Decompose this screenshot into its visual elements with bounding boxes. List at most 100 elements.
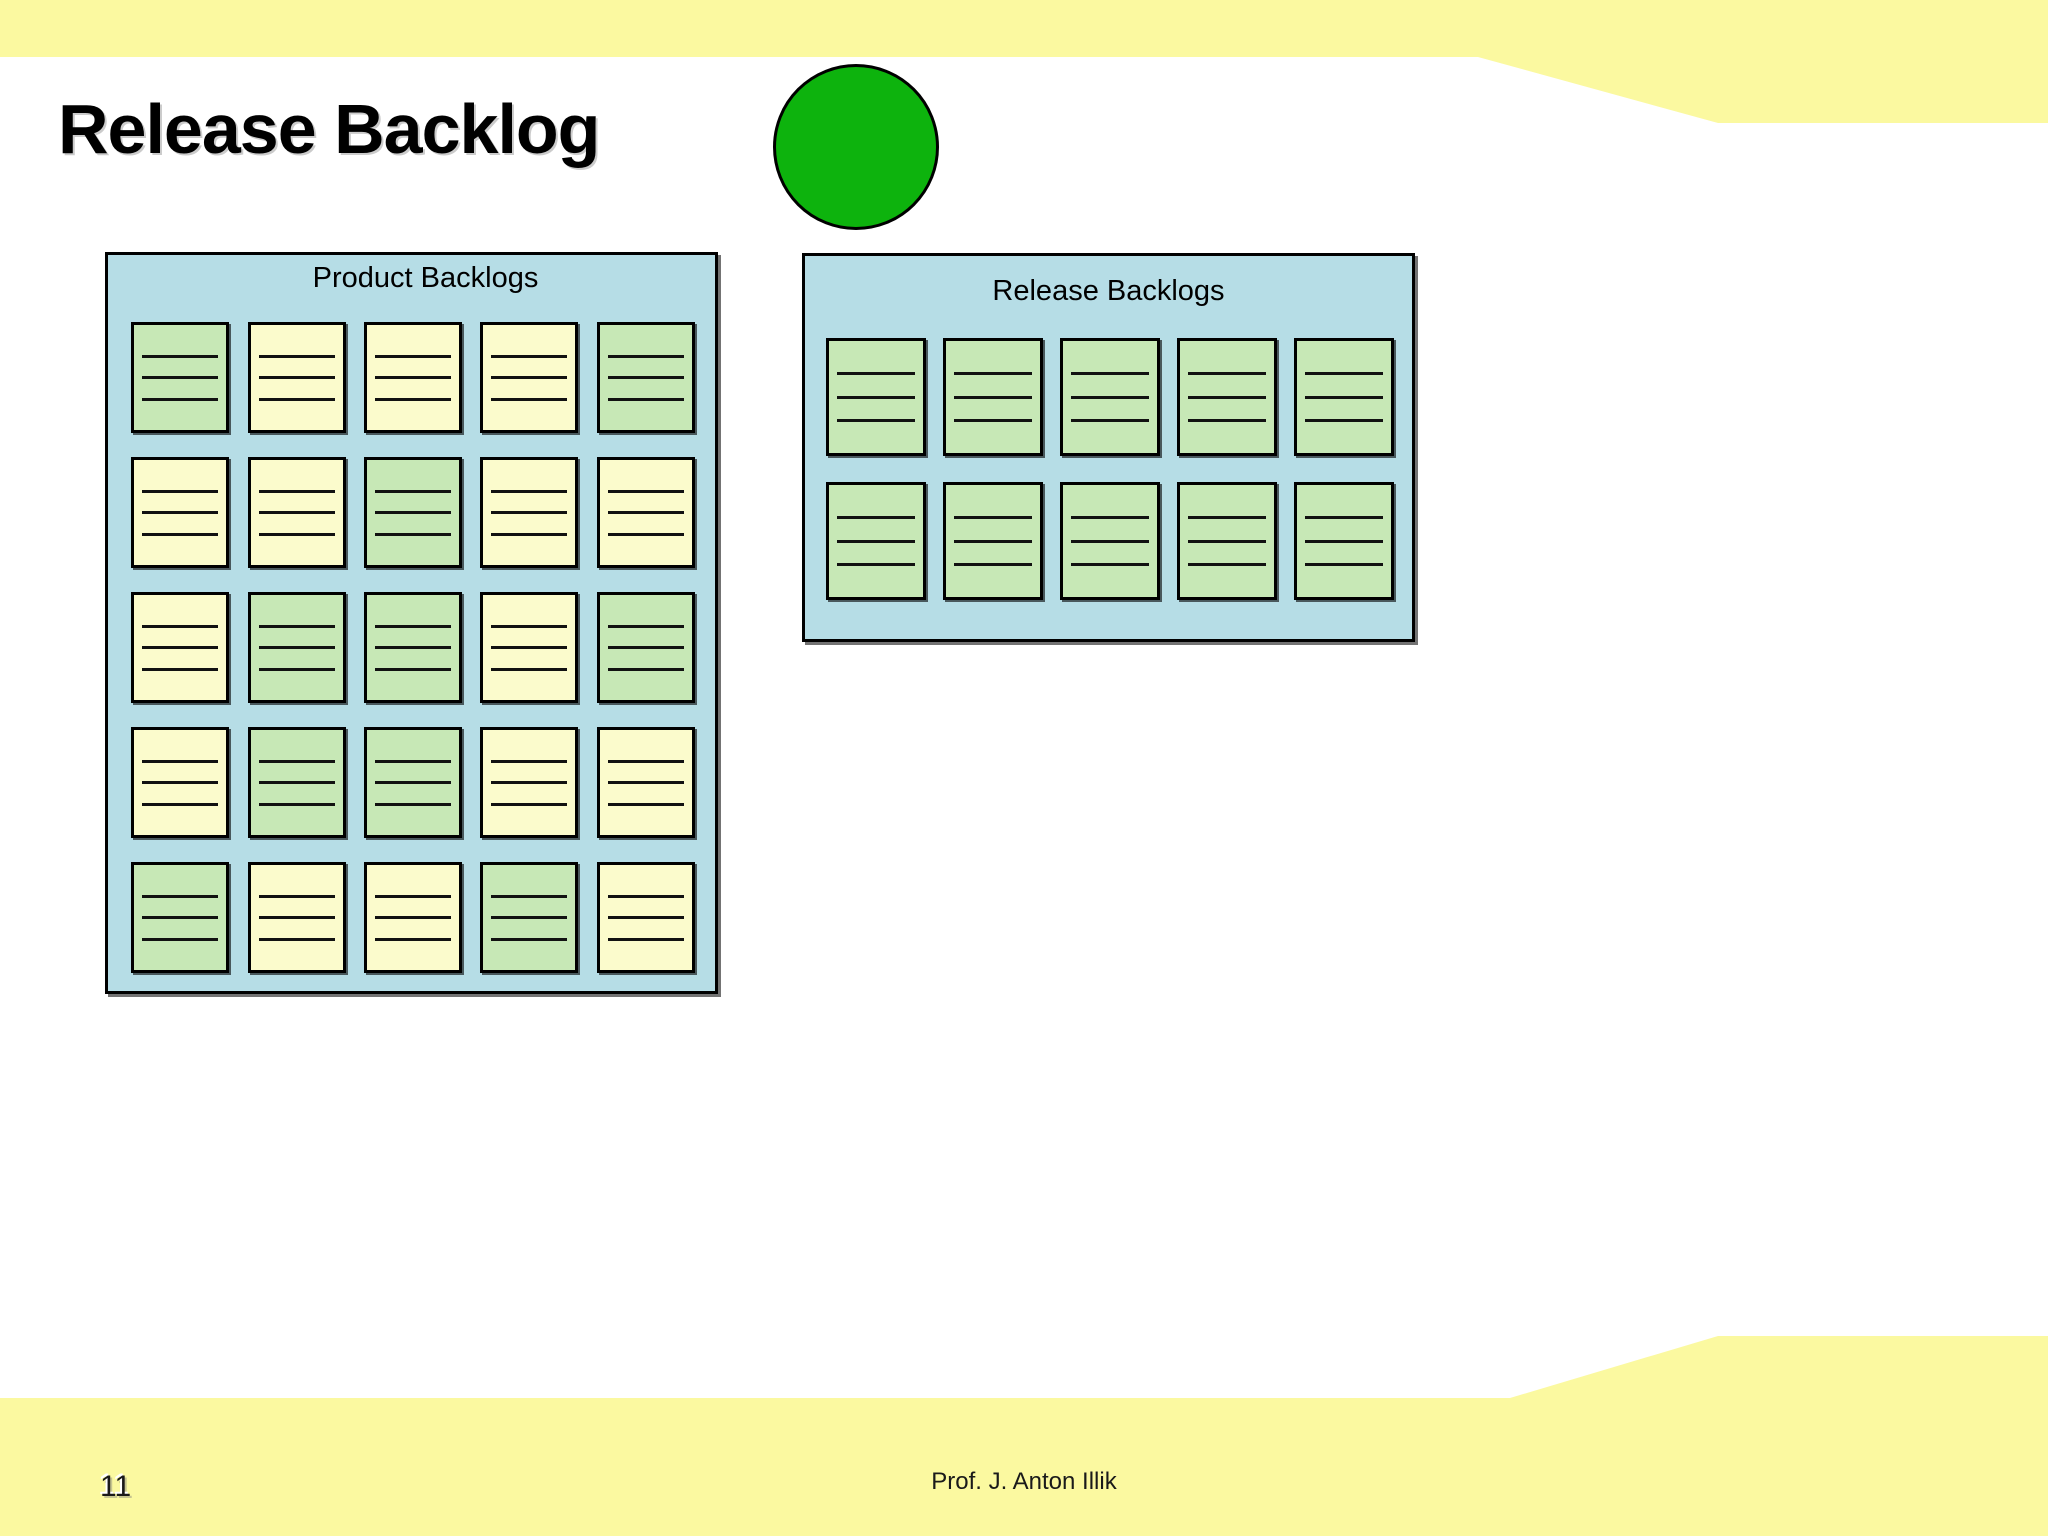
card-cell <box>588 322 704 457</box>
backlog-item-card[interactable] <box>596 862 695 973</box>
card-cell <box>238 322 354 457</box>
card-text-line <box>607 802 684 806</box>
card-text-line <box>142 916 219 919</box>
card-text-line <box>1304 418 1383 422</box>
backlog-item-card[interactable] <box>480 322 579 433</box>
backlog-item-card[interactable] <box>363 322 462 433</box>
card-text-line <box>491 937 568 941</box>
backlog-item-card[interactable] <box>247 457 346 568</box>
backlog-item-card[interactable] <box>825 482 926 600</box>
backlog-item-card[interactable] <box>1176 338 1277 456</box>
card-text-line <box>374 532 451 536</box>
backlog-item-card[interactable] <box>596 727 695 838</box>
backlog-item-card[interactable] <box>480 457 579 568</box>
backlog-item-card[interactable] <box>1176 482 1277 600</box>
card-cell <box>355 727 471 862</box>
card-text-line <box>142 781 219 784</box>
card-text-line <box>607 511 684 514</box>
card-text-line <box>1304 562 1383 566</box>
backlog-item-card[interactable] <box>363 592 462 703</box>
backlog-item-card[interactable] <box>596 592 695 703</box>
product-backlogs-card-grid <box>122 322 704 997</box>
card-text-line <box>491 894 568 898</box>
backlog-item-card[interactable] <box>131 592 230 703</box>
card-text-line <box>258 489 335 493</box>
release-backlogs-title: Release Backlogs <box>992 275 1225 307</box>
card-text-line <box>258 937 335 941</box>
card-text-line <box>142 511 219 514</box>
card-text-line <box>491 759 568 763</box>
card-cell <box>471 592 587 727</box>
backlog-item-card[interactable] <box>1293 482 1394 600</box>
backlog-item-card[interactable] <box>1059 338 1160 456</box>
card-text-line <box>836 516 915 520</box>
card-text-line <box>374 376 451 379</box>
card-text-line <box>836 539 915 543</box>
card-text-line <box>258 667 335 671</box>
backlog-item-card[interactable] <box>480 592 579 703</box>
card-text-line <box>953 418 1032 422</box>
product-backlogs-panel: Product Backlogs <box>105 252 718 994</box>
card-text-line <box>953 539 1032 543</box>
backlog-item-card[interactable] <box>596 322 695 433</box>
card-cell <box>934 482 1051 626</box>
card-text-line <box>607 916 684 919</box>
backlog-item-card[interactable] <box>363 727 462 838</box>
card-text-line <box>374 667 451 671</box>
card-text-line <box>953 562 1032 566</box>
card-text-line <box>1187 539 1266 543</box>
card-cell <box>471 457 587 592</box>
card-text-line <box>491 646 568 649</box>
card-text-line <box>374 894 451 898</box>
card-cell <box>588 457 704 592</box>
card-cell <box>122 592 238 727</box>
card-text-line <box>374 781 451 784</box>
backlog-item-card[interactable] <box>247 727 346 838</box>
card-text-line <box>142 624 219 628</box>
card-cell <box>817 482 934 626</box>
card-text-line <box>607 937 684 941</box>
card-cell <box>122 322 238 457</box>
card-text-line <box>836 395 915 399</box>
card-text-line <box>142 376 219 379</box>
backlog-item-card[interactable] <box>247 862 346 973</box>
card-cell <box>1285 338 1402 482</box>
backlog-item-card[interactable] <box>247 592 346 703</box>
backlog-item-card[interactable] <box>480 727 579 838</box>
backlog-item-card[interactable] <box>363 457 462 568</box>
card-cell <box>355 862 471 997</box>
backlog-item-card[interactable] <box>131 322 230 433</box>
card-cell <box>471 862 587 997</box>
card-text-line <box>607 667 684 671</box>
card-text-line <box>607 759 684 763</box>
card-text-line <box>491 489 568 493</box>
backlog-item-card[interactable] <box>942 338 1043 456</box>
card-text-line <box>607 646 684 649</box>
backlog-item-card[interactable] <box>480 862 579 973</box>
backlog-item-card[interactable] <box>131 457 230 568</box>
card-text-line <box>258 894 335 898</box>
backlog-item-card[interactable] <box>131 862 230 973</box>
card-text-line <box>836 562 915 566</box>
backlog-item-card[interactable] <box>131 727 230 838</box>
card-text-line <box>491 376 568 379</box>
card-cell <box>934 338 1051 482</box>
card-text-line <box>607 532 684 536</box>
card-cell <box>355 457 471 592</box>
backlog-item-card[interactable] <box>363 862 462 973</box>
product-backlogs-title: Product Backlogs <box>312 262 539 294</box>
footer-author: Prof. J. Anton Illik <box>931 1468 1117 1495</box>
backlog-item-card[interactable] <box>596 457 695 568</box>
card-text-line <box>142 489 219 493</box>
card-cell <box>471 322 587 457</box>
card-cell <box>1051 338 1168 482</box>
card-text-line <box>142 894 219 898</box>
card-text-line <box>258 802 335 806</box>
card-text-line <box>607 354 684 358</box>
card-text-line <box>1187 372 1266 376</box>
backlog-item-card[interactable] <box>942 482 1043 600</box>
backlog-item-card[interactable] <box>1293 338 1394 456</box>
backlog-item-card[interactable] <box>1059 482 1160 600</box>
backlog-item-card[interactable] <box>247 322 346 433</box>
backlog-item-card[interactable] <box>825 338 926 456</box>
